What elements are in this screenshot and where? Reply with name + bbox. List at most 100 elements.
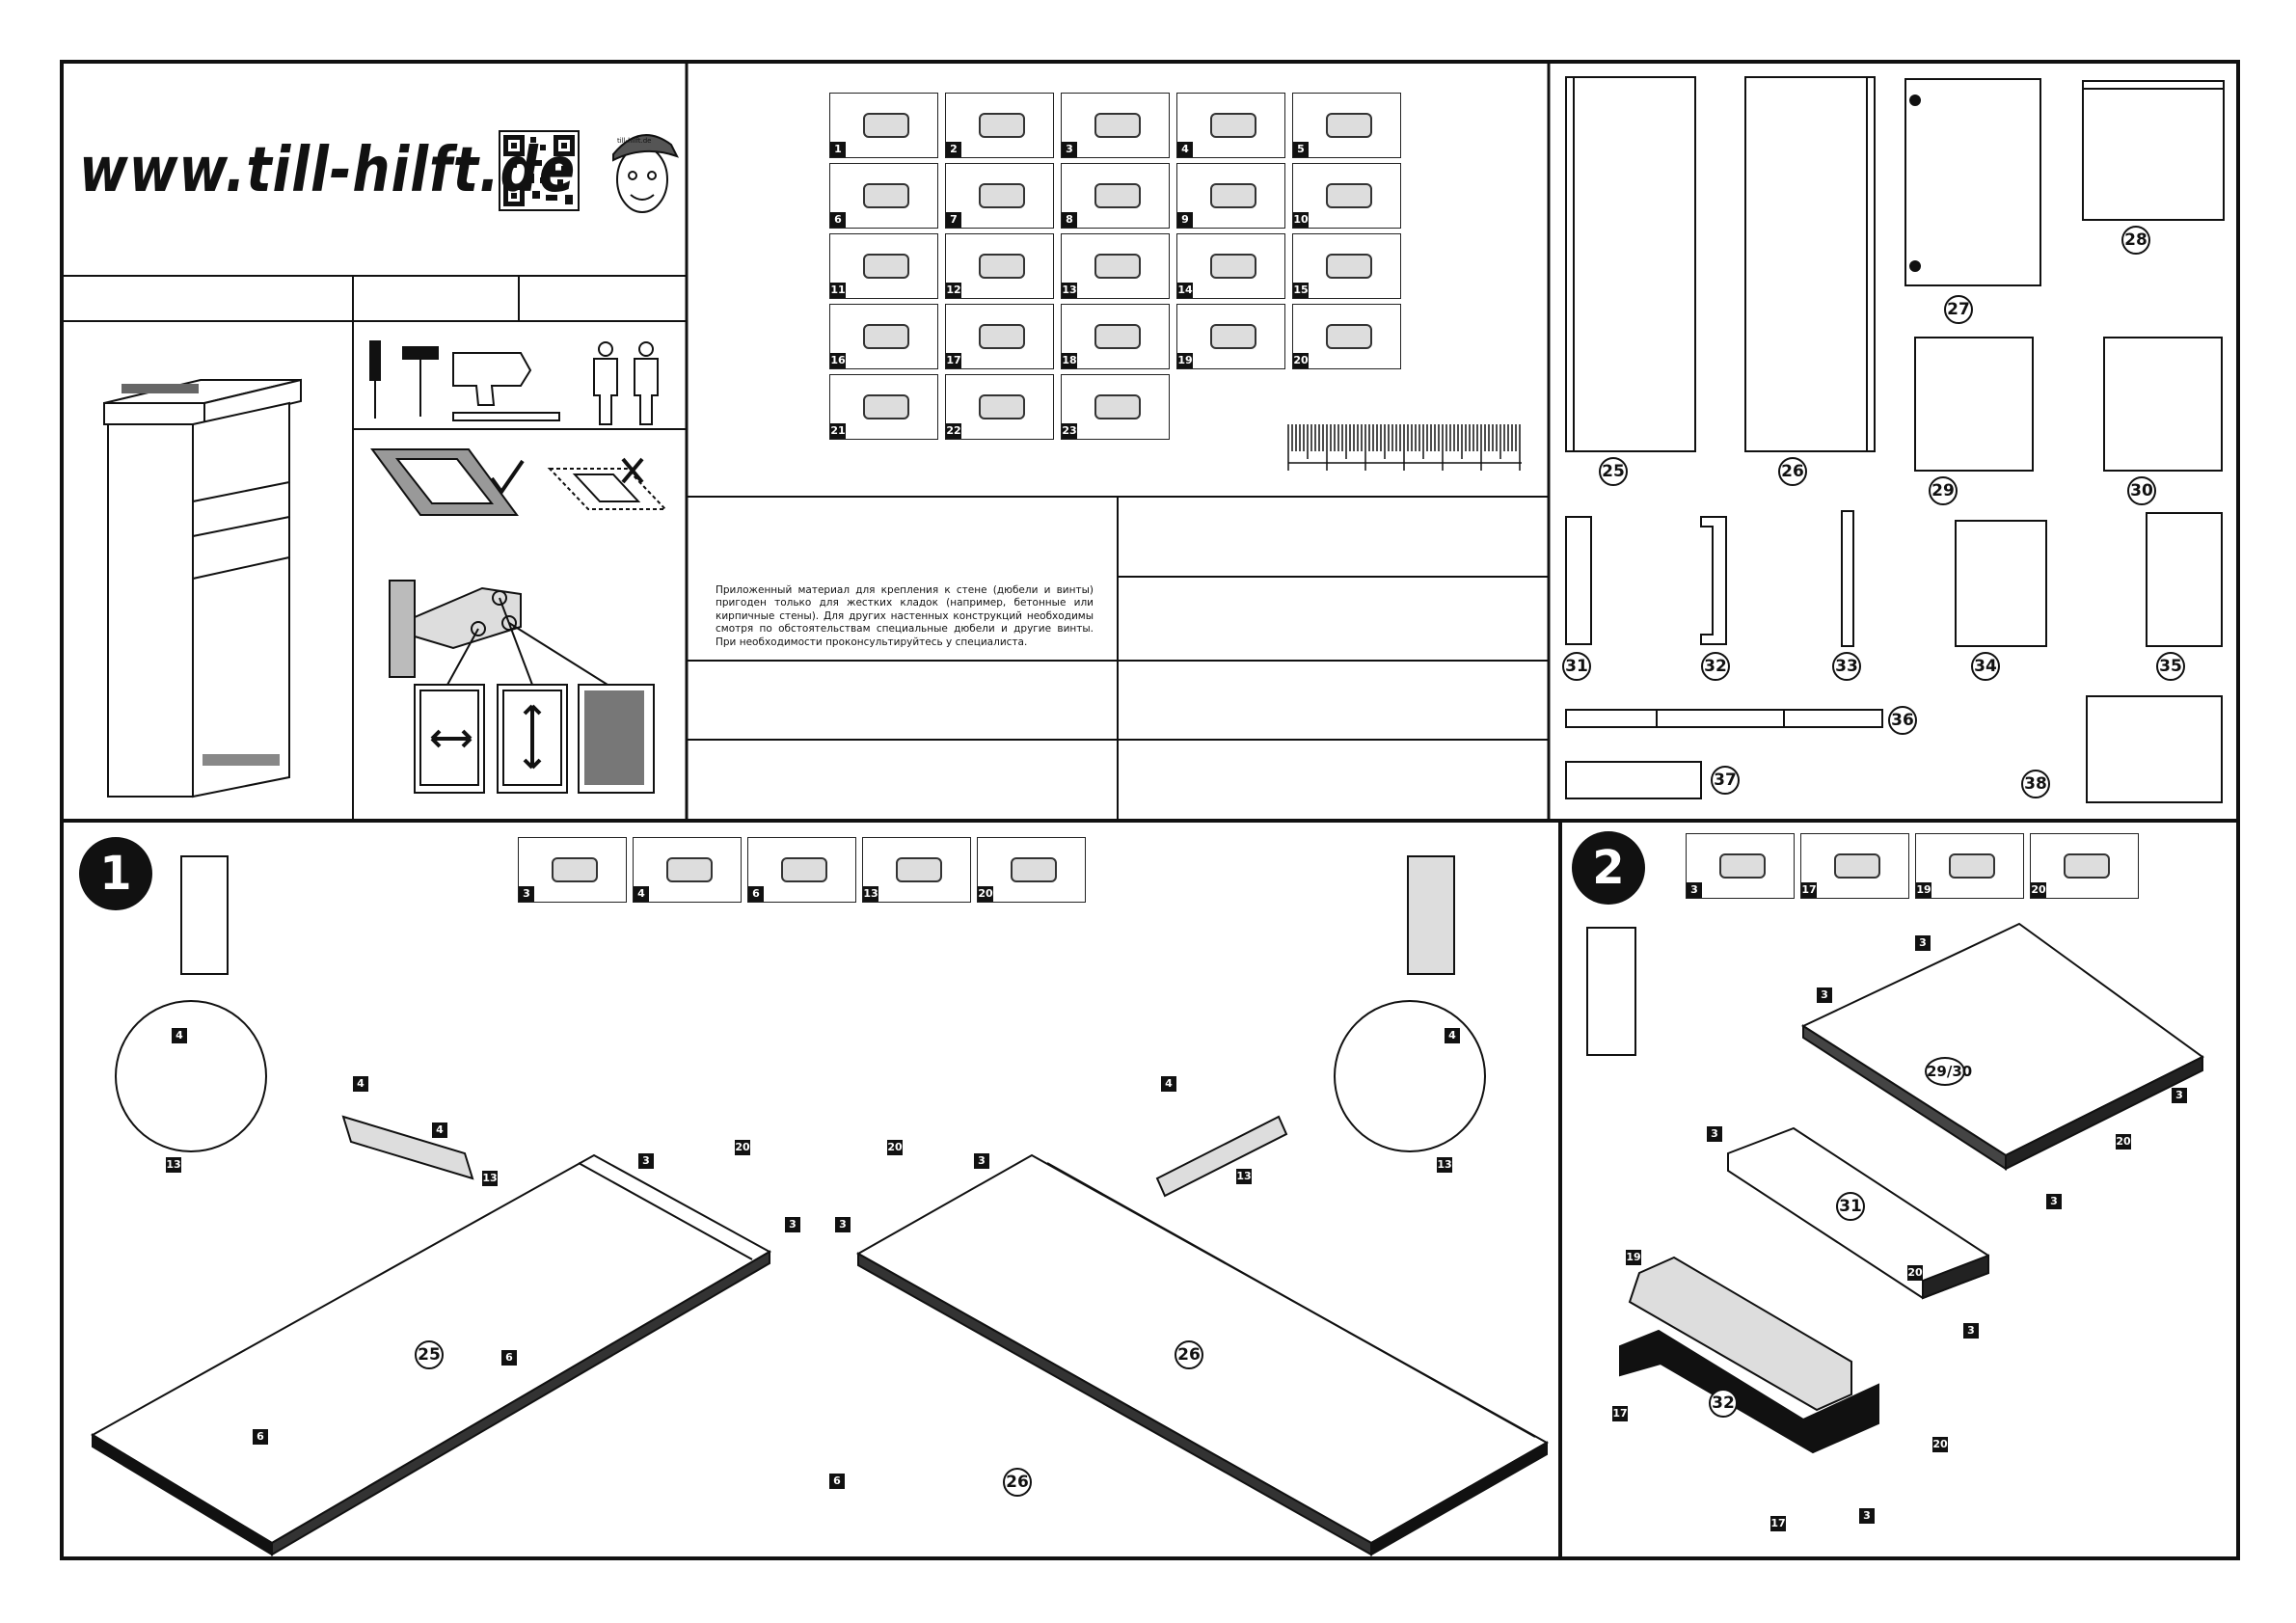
part-cell: 9 — [1176, 163, 1285, 229]
part-icon — [863, 394, 909, 419]
part-number: 19 — [1916, 882, 1931, 898]
step1-hw20-b: 20 — [887, 1140, 903, 1155]
tools-icons — [369, 340, 659, 425]
part-icon — [666, 857, 713, 882]
part-icon — [863, 254, 909, 279]
part-icon — [863, 113, 909, 138]
step2-panel-32: 32 — [1709, 1389, 1738, 1418]
step2-hw20-b: 20 — [1907, 1265, 1923, 1281]
part-number: 5 — [1293, 142, 1309, 157]
step-part-cell: 6 — [747, 837, 856, 903]
panel-number: 31 — [1562, 652, 1591, 681]
step1-hw20-a: 20 — [735, 1140, 750, 1155]
step1-hw3-a: 3 — [638, 1153, 654, 1169]
part-number: 6 — [748, 886, 764, 902]
mascot-label: till-hilft.de — [617, 137, 652, 145]
step-2-number: 2 — [1572, 831, 1645, 905]
step-part-cell: 20 — [2030, 833, 2139, 899]
part-number: 22 — [946, 423, 961, 439]
step1-panel-26-b: 26 — [1003, 1468, 1032, 1497]
panel-number: 29 — [1929, 476, 1958, 505]
step1-hw3-c: 3 — [835, 1217, 851, 1232]
part-icon — [1210, 254, 1256, 279]
part-number: 2 — [946, 142, 961, 157]
part-cell: 13 — [1061, 233, 1170, 299]
step2-panel-31: 31 — [1836, 1192, 1865, 1221]
step1-panel-26: 26 — [1175, 1340, 1203, 1369]
part-cell: 18 — [1061, 304, 1170, 369]
part-cell: 5 — [1292, 93, 1401, 158]
step1-hw4-c: 4 — [432, 1123, 447, 1138]
step2-hw17-a: 17 — [1612, 1406, 1628, 1421]
part-icon — [1094, 394, 1141, 419]
step1-hw3-b: 3 — [785, 1217, 800, 1232]
part-number: 14 — [1177, 283, 1193, 298]
step1-hw13-c: 13 — [1437, 1157, 1452, 1173]
part-number: 3 — [1687, 882, 1702, 898]
step1-hw3-d: 3 — [974, 1153, 989, 1169]
part-number: 8 — [1062, 212, 1077, 228]
step1-hw4-d: 4 — [1445, 1028, 1460, 1043]
panel-number: 33 — [1832, 652, 1861, 681]
part-number: 3 — [1062, 142, 1077, 157]
step2-hw3-e: 3 — [1707, 1126, 1722, 1142]
step2-hw20-a: 20 — [2116, 1134, 2131, 1150]
website-url[interactable]: www.till-hilft.de — [79, 135, 577, 206]
step-part-cell: 19 — [1915, 833, 2024, 899]
cabinet-overview — [103, 378, 302, 798]
part-icon — [979, 254, 1025, 279]
part-cell: 7 — [945, 163, 1054, 229]
part-icon — [1326, 113, 1372, 138]
step-part-cell: 3 — [518, 837, 627, 903]
part-cell: 16 — [829, 304, 938, 369]
floor-protection-icon — [370, 448, 668, 516]
panel-drawings — [1565, 76, 2225, 803]
part-icon — [781, 857, 827, 882]
step1-hw13-b: 13 — [482, 1171, 498, 1186]
step1-assembly — [91, 855, 1550, 1556]
part-number: 10 — [1293, 212, 1309, 228]
step-1-number: 1 — [79, 837, 152, 910]
panel-number: 37 — [1711, 766, 1740, 795]
part-cell: 3 — [1061, 93, 1170, 158]
hinge-adjustment — [389, 580, 655, 794]
panel-number: 34 — [1971, 652, 2000, 681]
part-icon — [1210, 183, 1256, 208]
panel-number: 27 — [1944, 295, 1973, 324]
part-cell: 22 — [945, 374, 1054, 440]
part-cell: 19 — [1176, 304, 1285, 369]
part-icon — [979, 324, 1025, 349]
part-number: 21 — [830, 423, 846, 439]
part-number: 3 — [519, 886, 534, 902]
step2-hw20-c: 20 — [1932, 1437, 1948, 1452]
panel-number: 30 — [2127, 476, 2156, 505]
step1-hw4-e: 4 — [1161, 1076, 1176, 1092]
part-number: 18 — [1062, 353, 1077, 368]
part-cell: 2 — [945, 93, 1054, 158]
part-number: 11 — [830, 283, 846, 298]
step1-panel-25: 25 — [415, 1340, 444, 1369]
part-icon — [552, 857, 598, 882]
part-number: 4 — [634, 886, 649, 902]
part-cell: 11 — [829, 233, 938, 299]
part-icon — [1094, 324, 1141, 349]
wall-mount-note: Приложенный материал для крепления к сте… — [716, 584, 1094, 648]
step1-hw13-a: 13 — [166, 1157, 181, 1173]
part-icon — [1326, 324, 1372, 349]
part-number: 13 — [863, 886, 878, 902]
step2-assembly — [1586, 922, 2204, 1454]
step1-hw4-a: 4 — [172, 1028, 187, 1043]
part-number: 7 — [946, 212, 961, 228]
part-number: 20 — [978, 886, 993, 902]
step1-hw6-c: 6 — [829, 1474, 845, 1489]
part-cell: 10 — [1292, 163, 1401, 229]
part-number: 23 — [1062, 423, 1077, 439]
part-cell: 21 — [829, 374, 938, 440]
part-icon — [2064, 853, 2110, 879]
part-number: 20 — [2031, 882, 2046, 898]
part-number: 15 — [1293, 283, 1309, 298]
step-part-cell: 13 — [862, 837, 971, 903]
part-number: 17 — [1801, 882, 1817, 898]
part-number: 16 — [830, 353, 846, 368]
part-cell: 23 — [1061, 374, 1170, 440]
